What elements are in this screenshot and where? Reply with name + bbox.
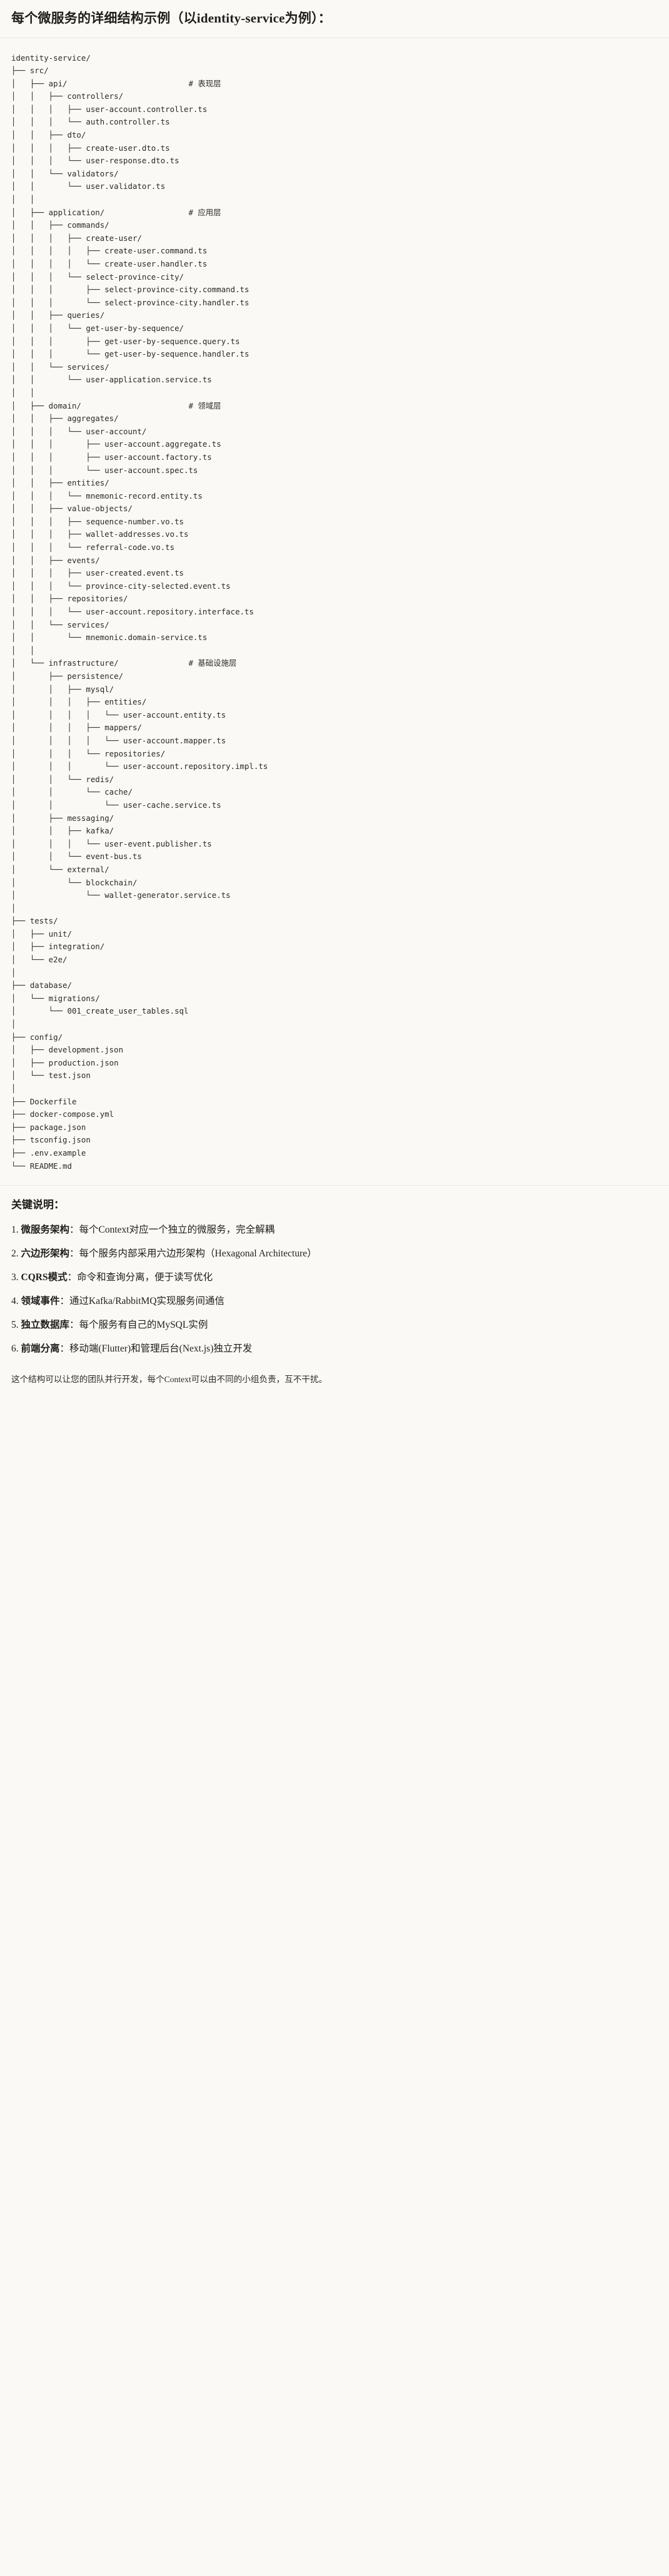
document-page: 每个微服务的详细结构示例（以identity-service为例）： ident… (0, 0, 669, 1402)
note-label: 微服务架构 (21, 1224, 70, 1235)
note-item: 六边形架构：每个服务内部采用六边形架构（Hexagonal Architectu… (11, 1246, 658, 1261)
directory-tree-block: identity-service/ ├── src/ │ ├── api/ # … (0, 38, 669, 1179)
key-notes-section: 关键说明： 微服务架构：每个Context对应一个独立的微服务，完全解耦 六边形… (0, 1186, 669, 1368)
note-item: 领域事件：通过Kafka/RabbitMQ实现服务间通信 (11, 1293, 658, 1309)
note-text: 每个服务有自己的MySQL实例 (79, 1320, 208, 1331)
note-separator: ： (59, 1343, 70, 1355)
note-label: 前端分离 (21, 1343, 60, 1355)
notes-divider (0, 1185, 669, 1186)
note-item: 独立数据库：每个服务有自己的MySQL实例 (11, 1317, 658, 1333)
note-separator: ： (59, 1295, 70, 1306)
note-text: 每个Context对应一个独立的微服务，完全解耦 (79, 1224, 275, 1235)
note-text: 移动端(Flutter)和管理后台(Next.js)独立开发 (69, 1343, 253, 1355)
directory-tree-text: identity-service/ ├── src/ │ ├── api/ # … (11, 53, 268, 1171)
note-label: 独立数据库 (21, 1320, 70, 1331)
page-title: 每个微服务的详细结构示例（以identity-service为例）： (11, 11, 331, 26)
note-item: CQRS模式：命令和查询分离，便于读写优化 (11, 1270, 658, 1285)
key-notes-list: 微服务架构：每个Context对应一个独立的微服务，完全解耦 六边形架构：每个服… (11, 1222, 658, 1357)
note-text: 每个服务内部采用六边形架构（Hexagonal Architecture） (79, 1248, 317, 1259)
note-separator: ： (69, 1320, 79, 1331)
note-item: 微服务架构：每个Context对应一个独立的微服务，完全解耦 (11, 1222, 658, 1238)
note-label: 领域事件 (21, 1295, 60, 1306)
note-text: 命令和查询分离，便于读写优化 (77, 1271, 213, 1283)
note-separator: ： (67, 1271, 78, 1283)
note-separator: ： (69, 1248, 79, 1259)
note-label: CQRS模式 (21, 1271, 68, 1283)
note-text: 通过Kafka/RabbitMQ实现服务间通信 (69, 1295, 225, 1306)
closing-paragraph: 这个结构可以让您的团队并行开发，每个Context可以由不同的小组负责，互不干扰… (11, 1375, 328, 1385)
key-notes-title: 关键说明： (11, 1199, 64, 1211)
note-label: 六边形架构 (21, 1248, 70, 1259)
note-separator: ： (69, 1224, 79, 1235)
note-item: 前端分离：移动端(Flutter)和管理后台(Next.js)独立开发 (11, 1341, 658, 1357)
